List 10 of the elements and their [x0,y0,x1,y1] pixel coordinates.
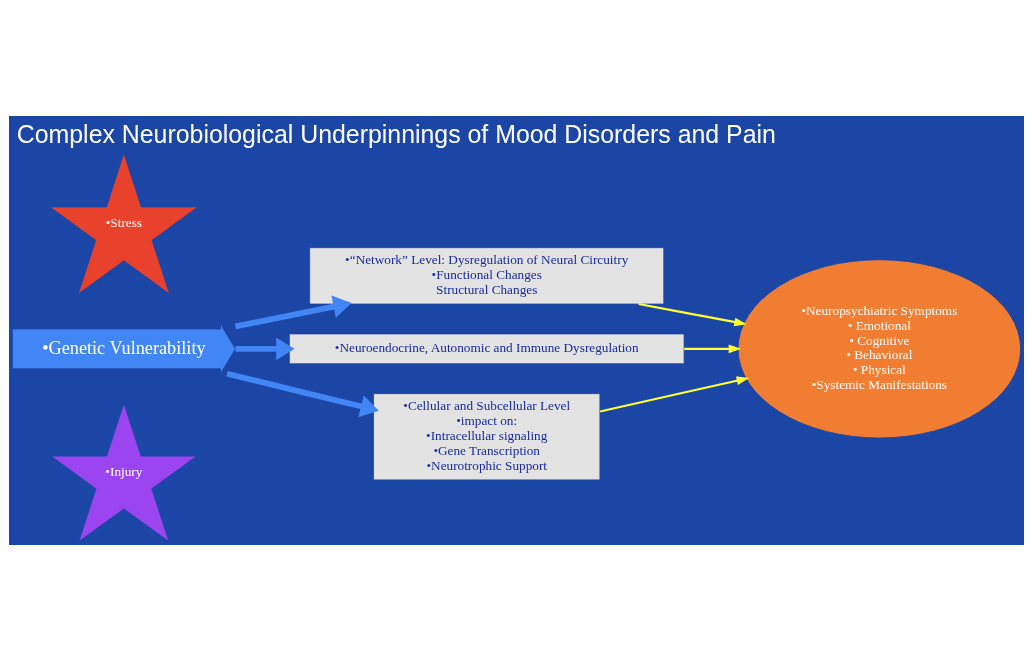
arrow [235,337,295,360]
node-box: •Cellular and Subcellular Level •impact on: •Intracellular signaling •Gene Transcription •Neurotrophic Support [372,392,600,480]
arrow [599,375,749,412]
node-box: •“Network” Level: Dysregulation of Neural Circuitry •Functional Changes Structural Changes [308,246,664,304]
arrow [234,295,352,329]
arrow [683,344,741,353]
node-box: •Neuroendocrine, Autonomic and Immune Dysregulation [288,333,684,364]
diagram-title: Complex Neurobiological Underpinnings of Mood Disorders and Pain [16,119,776,148]
arrow [225,370,379,417]
arrow [638,302,747,326]
